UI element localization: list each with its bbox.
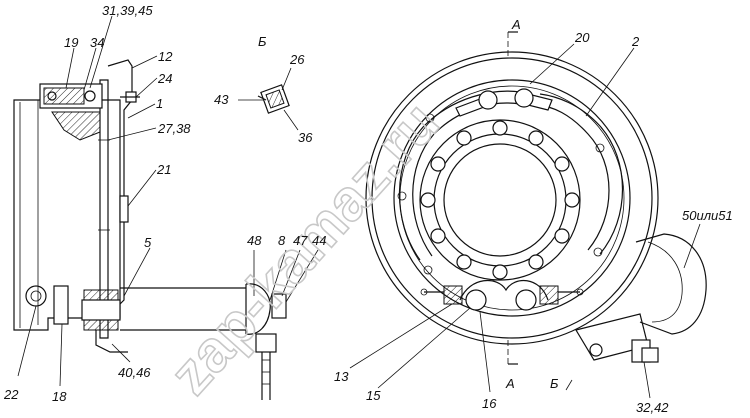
label-15: 15	[366, 388, 381, 403]
label-34: 34	[90, 35, 104, 50]
leader-lines-left	[17, 15, 319, 387]
label-5: 5	[144, 235, 152, 250]
label-13: 13	[334, 369, 349, 384]
label-section-a-bottom: А	[505, 376, 515, 391]
callout-labels: 31,39,45 19 34 12 24 1 27,38 21 5 22 18 …	[3, 3, 733, 415]
label-36: 36	[298, 130, 313, 145]
label-20: 20	[574, 30, 590, 45]
label-16: 16	[482, 396, 497, 411]
view-b-detail	[238, 67, 299, 131]
label-31-39-45: 31,39,45	[102, 3, 153, 18]
label-view-b-bottom: Б	[550, 376, 559, 391]
label-19: 19	[64, 35, 78, 50]
label-50-51: 50или51	[682, 208, 733, 223]
label-47: 47	[293, 233, 308, 248]
label-22: 22	[3, 387, 19, 402]
leader-lines-right	[349, 43, 701, 399]
label-44: 44	[312, 233, 326, 248]
label-18: 18	[52, 389, 67, 404]
hub-studs	[420, 120, 580, 280]
label-8: 8	[278, 233, 286, 248]
front-view	[365, 31, 707, 365]
side-section-view	[13, 59, 287, 400]
label-1: 1	[156, 96, 163, 111]
label-26: 26	[289, 52, 305, 67]
label-32-42: 32,42	[636, 400, 669, 415]
label-2: 2	[631, 34, 640, 49]
label-section-a-top: А	[511, 17, 521, 32]
label-40-46: 40,46	[118, 365, 151, 380]
label-12: 12	[158, 49, 173, 64]
label-48: 48	[247, 233, 262, 248]
label-view-b: Б	[258, 34, 267, 49]
label-21: 21	[156, 162, 171, 177]
label-27-38: 27,38	[157, 121, 191, 136]
label-24: 24	[157, 71, 172, 86]
label-43: 43	[214, 92, 229, 107]
